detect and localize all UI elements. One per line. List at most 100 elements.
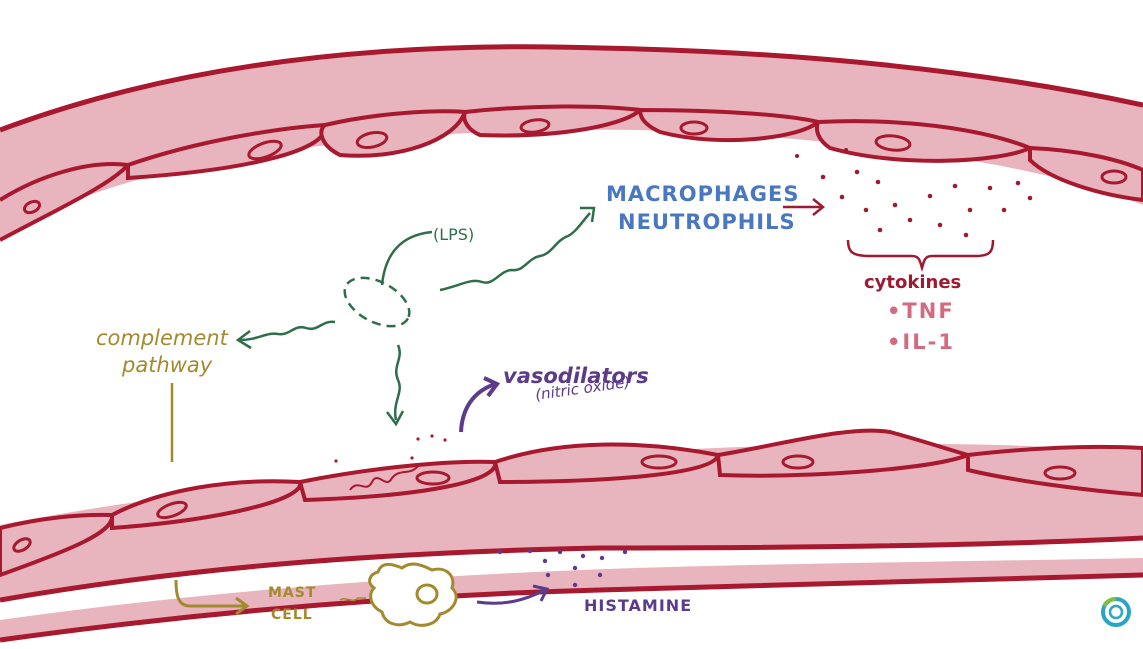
cytokine-dot xyxy=(877,227,883,233)
endothelial-cell xyxy=(966,444,1143,498)
bottom-vessel-wall xyxy=(0,428,1143,643)
pathway-label: pathway xyxy=(121,353,213,377)
endothelial-cell xyxy=(462,104,645,138)
cytokine-dot xyxy=(844,148,848,152)
cytokine-dot xyxy=(952,183,958,189)
lps-bacterium-outline xyxy=(343,276,411,328)
arrow-to-macrophages xyxy=(439,212,591,292)
logo-accent-arc xyxy=(1102,597,1117,608)
histamine-dot xyxy=(599,555,605,561)
top-vessel-wall xyxy=(0,44,1143,242)
arrow-head xyxy=(812,198,826,216)
mast-cell-nucleus xyxy=(415,583,439,605)
cytokine-dot xyxy=(795,154,799,158)
cytokine-dot xyxy=(1001,207,1007,213)
cytokine-dot xyxy=(875,179,881,185)
mast-cell-tail xyxy=(339,597,366,602)
histamine-dot xyxy=(527,548,533,554)
neutrophils-label: NEUTROPHILS xyxy=(618,210,796,234)
cytokine-dot xyxy=(987,185,993,191)
arrow-head xyxy=(235,330,252,350)
il1-label: •IL-1 xyxy=(887,330,955,354)
mast-cell-body xyxy=(368,562,458,627)
histamine-dot xyxy=(580,553,586,559)
macrophages-label: MACROPHAGES xyxy=(606,182,800,206)
debris-dot xyxy=(430,434,434,438)
cell-nucleus xyxy=(1100,169,1128,185)
cell-nucleus xyxy=(22,199,42,215)
bottom-vessel-outer-edge xyxy=(0,572,1143,643)
cell-nucleus xyxy=(519,118,551,134)
arrow-head xyxy=(483,376,501,398)
debris-dot xyxy=(443,438,447,442)
histamine-dot xyxy=(557,549,563,555)
cytokine-dot xyxy=(1027,195,1033,201)
arrow-head xyxy=(532,584,550,602)
arrow-to-complement xyxy=(239,320,336,342)
histamine-dots xyxy=(497,548,628,588)
vasodilators-label: vasodilators xyxy=(503,364,649,388)
logo-inner-ring xyxy=(1108,604,1124,620)
cytokine-dot xyxy=(863,207,869,213)
mast-label: MAST xyxy=(268,585,316,601)
cytokine-dot xyxy=(937,222,943,228)
cytokine-dot xyxy=(839,194,845,200)
arrow-to-histamine xyxy=(476,588,546,605)
cell-nucleus xyxy=(247,139,283,161)
debris-dot xyxy=(410,456,414,460)
cell-nucleus xyxy=(874,134,912,152)
circular-logo-icon[interactable] xyxy=(1101,597,1131,627)
lps-group: (LPS) xyxy=(343,225,474,328)
bottom-vessel-inner-edge xyxy=(0,535,1143,603)
cell-nucleus xyxy=(781,454,815,470)
arrow-to-mast-cell xyxy=(174,579,246,608)
cytokine-dot xyxy=(967,207,973,213)
top-vessel-outer-edge xyxy=(0,44,1143,133)
lps-connector xyxy=(380,230,433,286)
cytokine-dot xyxy=(854,169,860,175)
histamine-dot xyxy=(497,549,503,555)
arrow-head xyxy=(386,410,405,427)
debris-dot xyxy=(416,437,420,441)
arrow-vasodilators xyxy=(459,382,496,433)
top-vessel-fill xyxy=(0,46,1143,235)
histamine-dot xyxy=(597,572,603,578)
cell-nucleus xyxy=(415,470,451,486)
cytokine-dots xyxy=(795,148,1033,238)
lps-label: (LPS) xyxy=(433,225,474,244)
cell-nucleus xyxy=(12,537,32,553)
histamine-dot xyxy=(572,565,578,571)
cytokine-dot xyxy=(927,193,933,199)
tnf-label: •TNF xyxy=(887,299,955,323)
cell-nucleus xyxy=(1043,465,1077,481)
mast-cell xyxy=(339,562,458,627)
cytokine-brace xyxy=(846,239,995,272)
arrow-head xyxy=(235,596,250,616)
cell-label: CELL xyxy=(271,607,313,623)
cell-nucleus xyxy=(679,120,709,136)
histamine-dot xyxy=(545,572,551,578)
cell-nucleus xyxy=(156,500,188,520)
damaged-endothelium xyxy=(349,465,419,491)
arrow-head xyxy=(580,206,596,223)
cell-nucleus xyxy=(355,130,389,150)
cytokines-label: cytokines xyxy=(864,272,961,293)
bottom-outer-band xyxy=(0,558,1143,640)
histamine-label: HISTAMINE xyxy=(584,596,692,615)
debris-dot xyxy=(334,459,338,463)
cytokine-dot xyxy=(892,202,898,208)
endothelial-cell xyxy=(715,428,975,478)
cytokine-dot xyxy=(907,217,913,223)
cell-nucleus xyxy=(640,454,678,470)
histamine-dot xyxy=(542,558,548,564)
complement-label: complement xyxy=(96,326,229,350)
cytokine-dot xyxy=(963,232,969,238)
histamine-dot xyxy=(572,582,578,588)
cytokine-dot xyxy=(1015,180,1021,186)
histamine-dot xyxy=(622,549,628,555)
endothelial-cell xyxy=(814,119,1036,163)
cytokine-dot xyxy=(820,174,826,180)
arrow-to-endothelium xyxy=(393,344,401,421)
